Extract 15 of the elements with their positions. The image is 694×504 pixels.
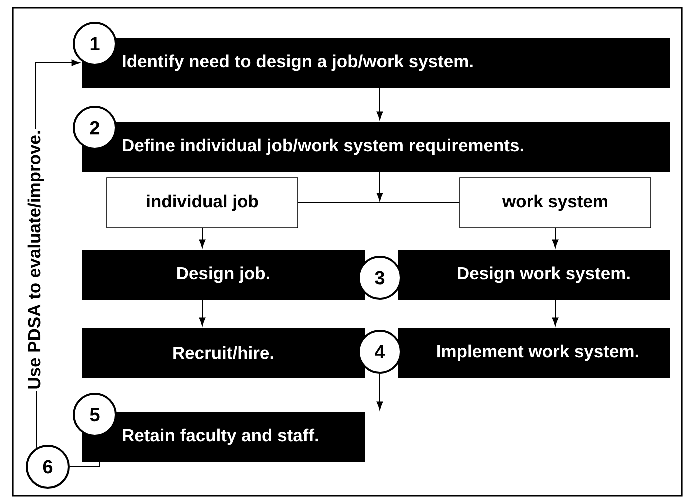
connector-arrow (376, 172, 384, 202)
process-bar: Design work system. (398, 250, 670, 300)
process-bar: Recruit/hire. (82, 328, 365, 378)
connector-arrow (376, 88, 384, 120)
loop-label: Use PDSA to evaluate/improve. (28, 131, 44, 389)
connector-arrow (552, 300, 559, 326)
option-box: individual job (106, 178, 298, 228)
option-box: work system (460, 178, 652, 228)
connector-arrow (36, 60, 80, 130)
connector-arrow (376, 374, 384, 410)
connector-arrow (199, 300, 206, 326)
process-bar: Implement work system. (398, 328, 670, 378)
connector-arrow (199, 228, 206, 248)
connector-arrow (552, 228, 559, 248)
process-bar: Design job. (82, 250, 365, 300)
